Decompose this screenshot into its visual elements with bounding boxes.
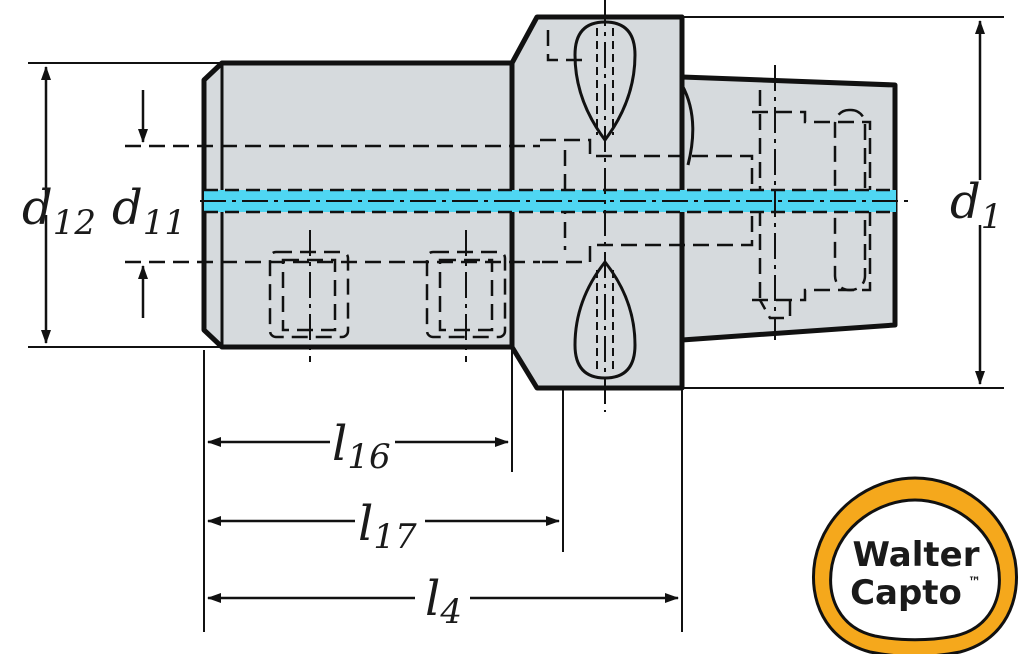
walter-capto-logo: Walter Capto ™ (812, 476, 1018, 654)
taper-notch (680, 84, 695, 166)
logo-text-capto: Capto (850, 573, 962, 613)
label-d12: d12 (22, 180, 96, 243)
collar-slots (573, 20, 637, 380)
logo-trademark: ™ (968, 575, 981, 590)
logo-inner-field (829, 498, 1001, 642)
dimension-arrows (41, 20, 985, 603)
label-d1: d1 (950, 174, 1002, 237)
label-l17: l17 (358, 496, 417, 557)
center-lines (200, 0, 912, 412)
label-l4: l4 (425, 571, 462, 632)
logo-text-walter: Walter (853, 535, 980, 575)
label-d11: d11 (112, 180, 186, 243)
extension-lines (28, 16, 1004, 632)
label-l16: l16 (332, 416, 391, 477)
